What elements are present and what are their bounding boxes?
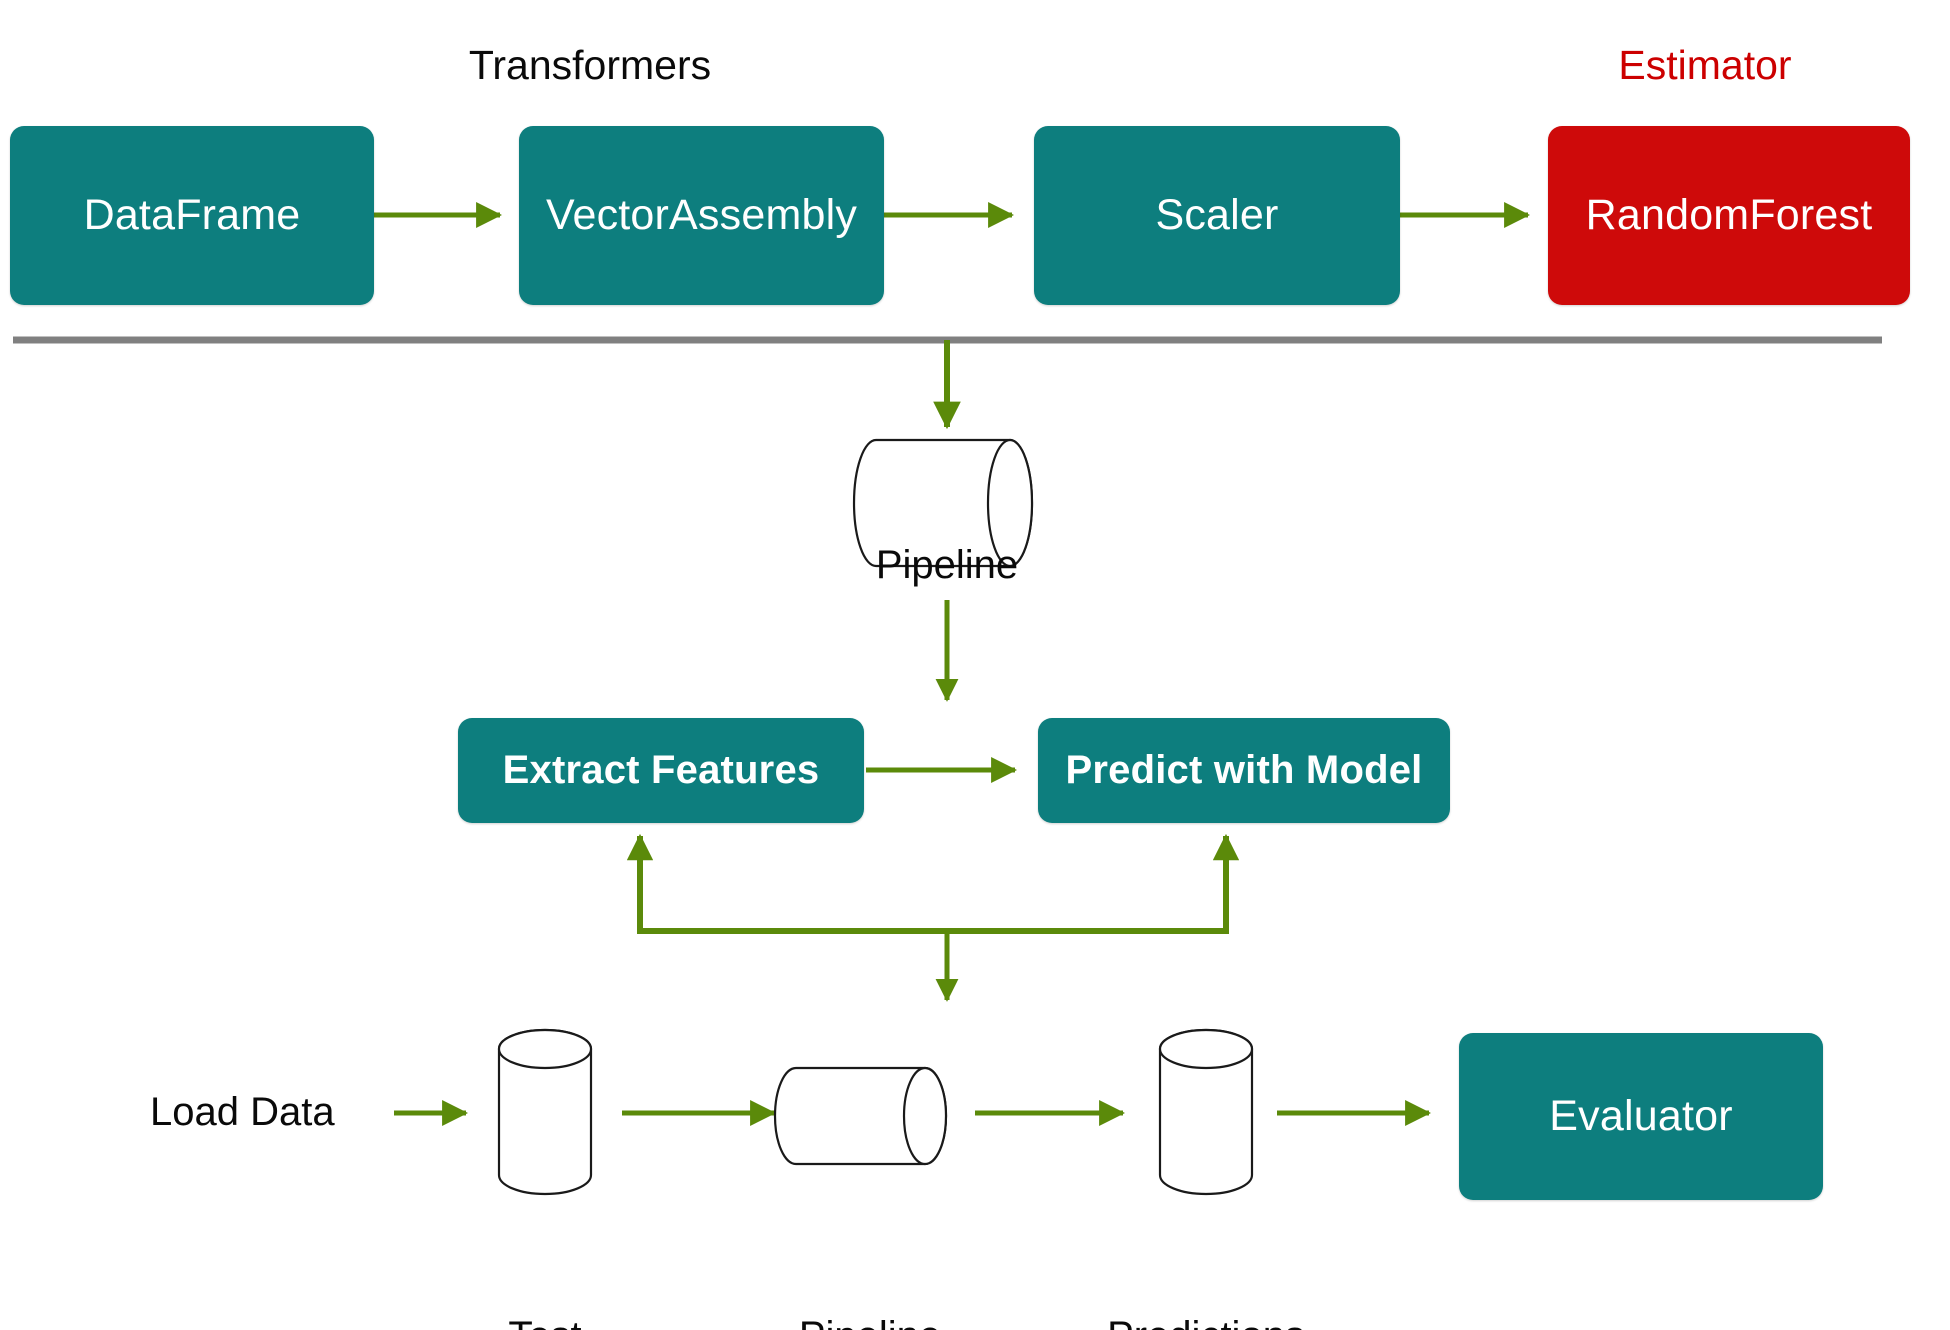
node-evaluator[interactable]: Evaluator bbox=[1459, 1033, 1823, 1200]
predictions-dataframe-cylinder bbox=[1158, 1028, 1254, 1196]
node-predict-with-model[interactable]: Predict with Model bbox=[1038, 718, 1450, 823]
node-predict-with-model-label: Predict with Model bbox=[1065, 748, 1423, 792]
test-dataframe-cylinder bbox=[497, 1028, 593, 1196]
section-heading-estimator: Estimator bbox=[1618, 42, 1792, 88]
test-dataframe-label: Test DataFrame bbox=[400, 1220, 690, 1330]
section-heading-transformers: Transformers bbox=[468, 42, 712, 88]
node-extract-features-label: Extract Features bbox=[502, 748, 820, 792]
node-scaler[interactable]: Scaler bbox=[1034, 126, 1400, 305]
node-vector-assembly-label: VectorAssembly bbox=[545, 191, 858, 239]
node-extract-features[interactable]: Extract Features bbox=[458, 718, 864, 823]
node-dataframe-label: DataFrame bbox=[83, 191, 301, 239]
pipeline-model-cylinder bbox=[773, 1066, 948, 1166]
node-evaluator-label: Evaluator bbox=[1549, 1092, 1733, 1140]
predictions-dataframe-label: Predictions DataFrame bbox=[1061, 1220, 1351, 1330]
node-scaler-label: Scaler bbox=[1155, 191, 1279, 239]
test-dataframe-label-line1: Test bbox=[400, 1313, 690, 1330]
pipeline-cylinder-label: Pipeline bbox=[875, 543, 1019, 587]
predictions-dataframe-label-line1: Predictions bbox=[1061, 1313, 1351, 1330]
pipeline-model-label-line1: Pipeline bbox=[725, 1313, 1015, 1330]
pipeline-model-label: Pipeline Model bbox=[725, 1220, 1015, 1330]
node-vector-assembly[interactable]: VectorAssembly bbox=[519, 126, 884, 305]
pipeline-cylinder bbox=[852, 438, 1034, 568]
load-data-label: Load Data bbox=[150, 1090, 335, 1134]
node-random-forest[interactable]: RandomForest bbox=[1548, 126, 1910, 305]
node-random-forest-label: RandomForest bbox=[1585, 191, 1873, 239]
node-dataframe[interactable]: DataFrame bbox=[10, 126, 374, 305]
